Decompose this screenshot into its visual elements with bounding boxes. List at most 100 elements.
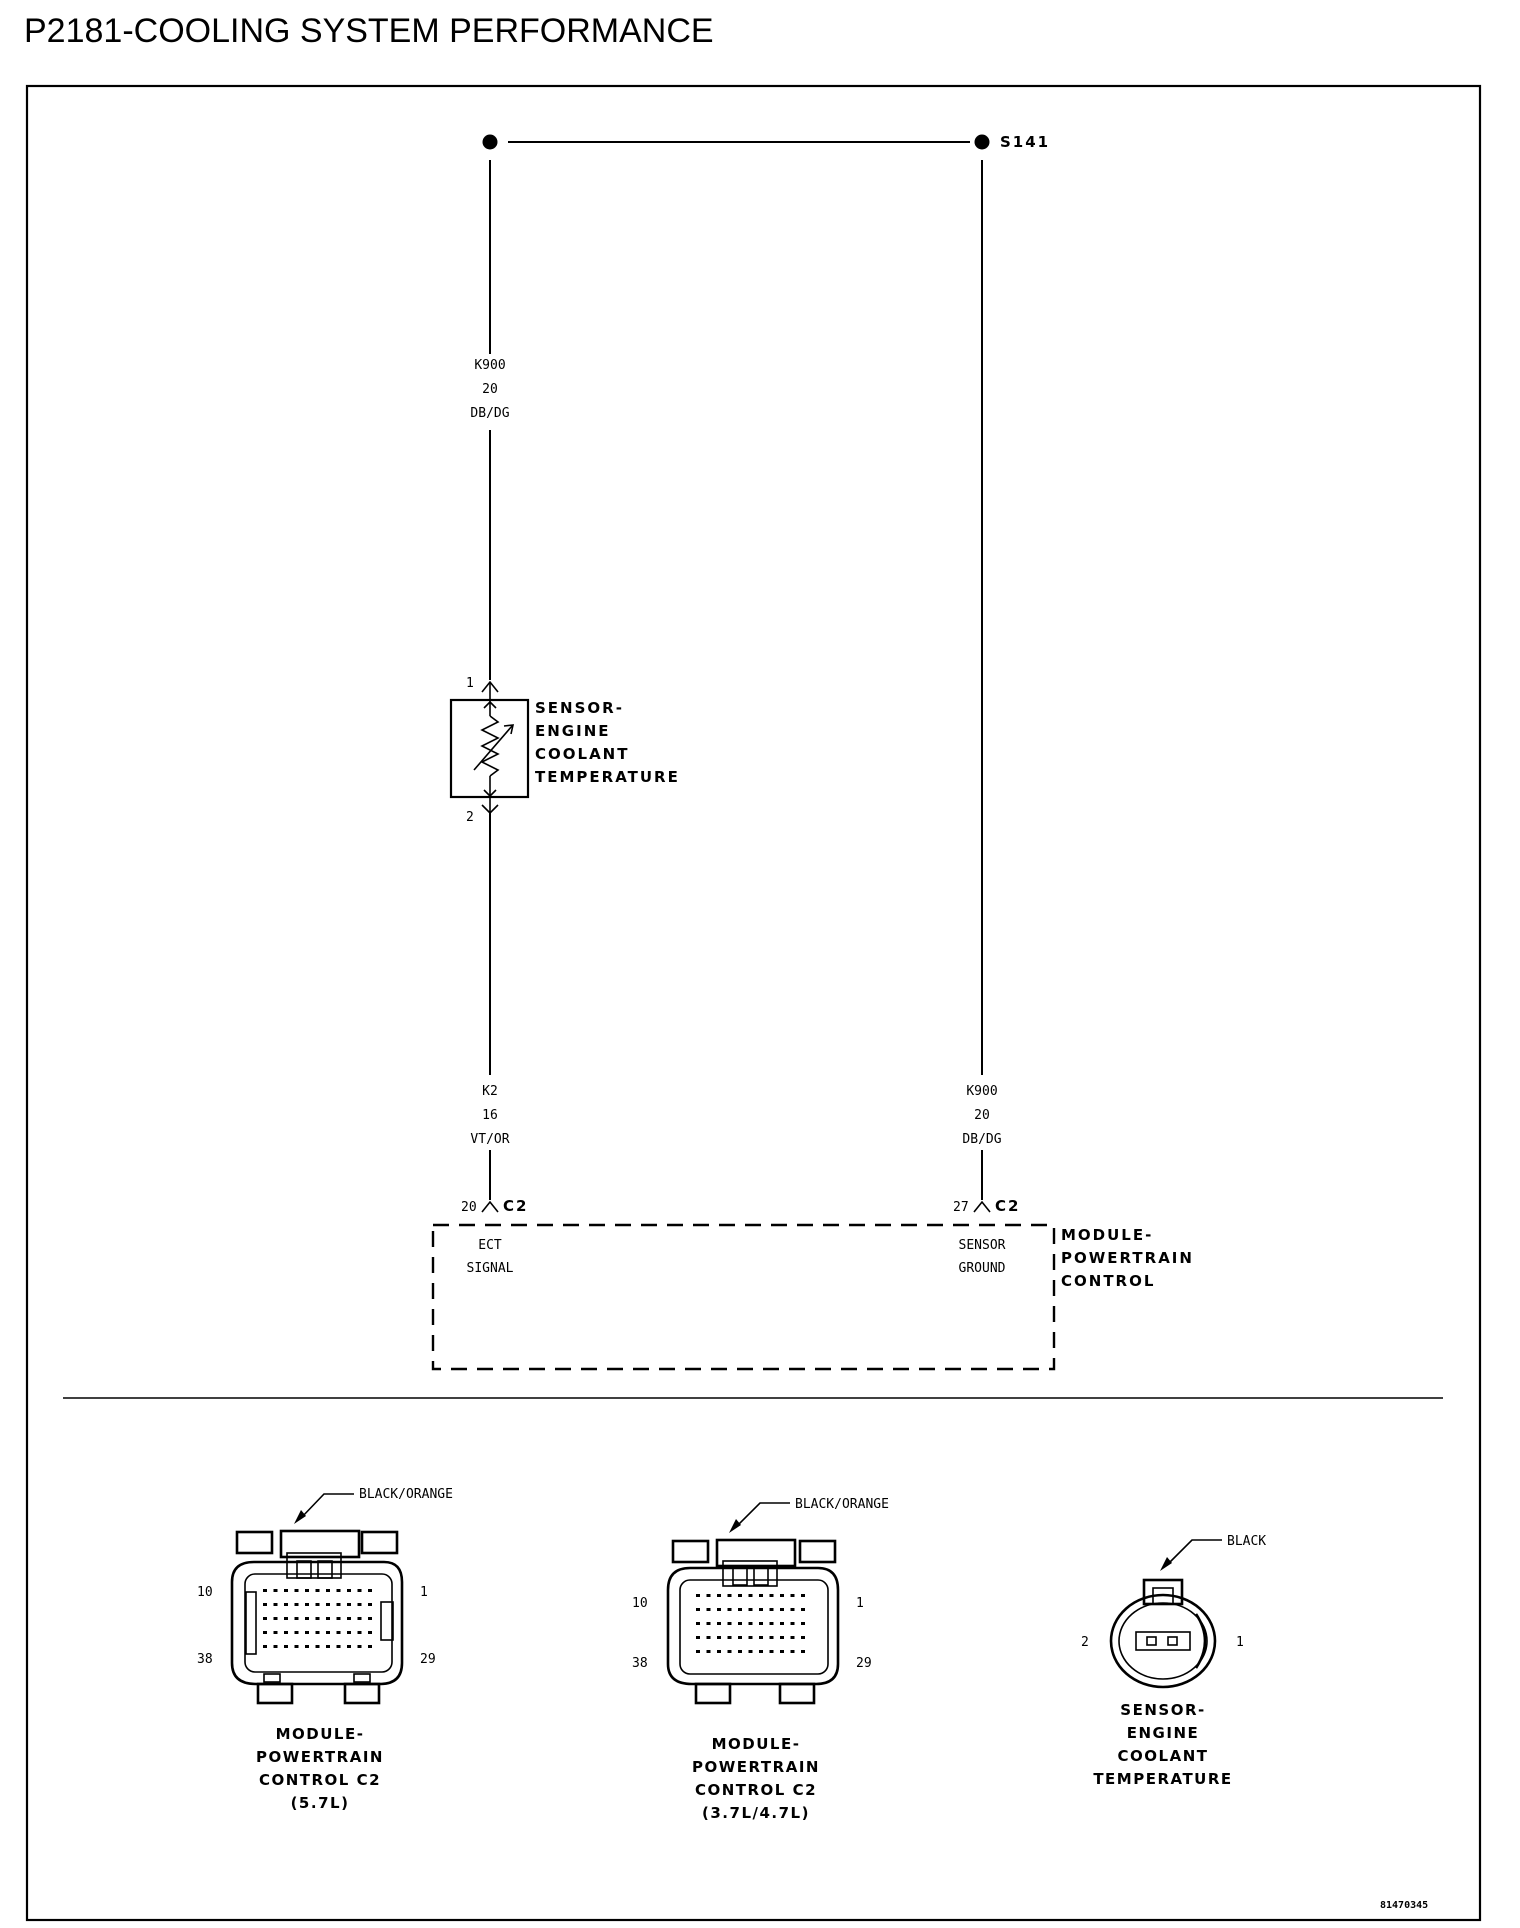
connector-pin-cavity — [727, 1622, 732, 1625]
connector-pin-cavity — [801, 1608, 805, 1611]
connector-pin-cavity — [759, 1608, 763, 1611]
connector-pin-cavity — [769, 1622, 774, 1625]
pcm-connector-left: C2 — [503, 1197, 528, 1215]
connector-pin-cavity — [336, 1603, 341, 1606]
connector-pin-cavity — [347, 1589, 351, 1592]
caption-line: CONTROL C2 — [695, 1781, 817, 1799]
connector-pin-cavity — [759, 1636, 763, 1639]
connector-pin-label: 1 — [856, 1596, 864, 1611]
connector-ect-sensor: BLACK 2 1 SENSOR- ENGINE COOLANT TEMPERA… — [1081, 1534, 1266, 1788]
connector-pin-cavity — [801, 1636, 805, 1639]
connector-pin-cavity — [294, 1645, 299, 1648]
connector-color-label: BLACK/ORANGE — [359, 1487, 453, 1502]
connector-pin-cavity — [263, 1645, 267, 1648]
connector-pin-cavity — [368, 1589, 372, 1592]
connector-pin-cavity — [717, 1594, 721, 1597]
connector-pin-cavity — [315, 1645, 320, 1648]
wire-label-bottom-right: K900 20 DB/DG — [962, 1084, 1001, 1147]
connector-pin-cavity — [263, 1631, 267, 1634]
connector-pin-cavity — [357, 1589, 362, 1592]
connector-pin-cavity — [727, 1650, 732, 1653]
connector-notch — [263, 1673, 281, 1683]
connector-pin-label: 10 — [632, 1596, 648, 1611]
connector-pin-cavity — [284, 1589, 288, 1592]
connector-pin-cavity — [347, 1617, 351, 1620]
connector-pin-label: 38 — [197, 1652, 213, 1667]
connector-pin-cavity — [738, 1608, 742, 1611]
connector-pin-cavity — [738, 1622, 742, 1625]
connector-pin-cavity — [696, 1594, 700, 1597]
sensor-connector-inner — [1118, 1602, 1208, 1680]
wire-circuit: K900 — [966, 1084, 997, 1099]
connector-pin-cavity — [790, 1622, 795, 1625]
connector-latch — [715, 1538, 797, 1568]
connector-pin-cavity — [273, 1603, 278, 1606]
connector-pin-cavity — [284, 1617, 288, 1620]
connector-pin-cavity — [357, 1631, 362, 1634]
connector-pin-cavity — [305, 1603, 309, 1606]
connector-pin-cavity — [315, 1603, 320, 1606]
pcm-pin-20-function: ECT SIGNAL — [467, 1238, 514, 1276]
connector-cavity — [679, 1579, 829, 1675]
sensor-label-line-4: TEMPERATURE — [535, 768, 680, 786]
connector-pin-cavity — [727, 1594, 732, 1597]
pcm-pin-20-mark — [481, 1200, 499, 1213]
caption-line: MODULE- — [276, 1725, 365, 1743]
leader-arrow — [1160, 1557, 1172, 1571]
connector-pin-cavity — [696, 1636, 700, 1639]
connector-pin-cavity — [273, 1589, 278, 1592]
connector-pin-cavity — [706, 1594, 711, 1597]
connector-pin-cavity — [263, 1603, 267, 1606]
sensor-terminal — [1167, 1636, 1178, 1646]
connector-pin-cavity — [696, 1650, 700, 1653]
connector-pin-cavity — [347, 1603, 351, 1606]
leader-arrow — [294, 1510, 306, 1524]
wire-color: DB/DG — [470, 406, 509, 421]
connector-pin-cavity — [696, 1608, 700, 1611]
connector-lock — [286, 1552, 342, 1579]
connector-pin-cavity — [357, 1645, 362, 1648]
wire-gauge: 20 — [482, 382, 498, 397]
connector-pin-cavity — [769, 1650, 774, 1653]
connector-pin-cavity — [294, 1603, 299, 1606]
connector-pin-cavity — [368, 1631, 372, 1634]
leader-line — [300, 1493, 354, 1519]
connector-pin-cavity — [727, 1608, 732, 1611]
sensor-label-line-3: COOLANT — [535, 745, 629, 763]
connector-pin-cavity — [706, 1650, 711, 1653]
connector-pin-cavity — [294, 1617, 299, 1620]
sensor-label-line-2: ENGINE — [535, 722, 611, 740]
connector-pin-cavity — [315, 1617, 320, 1620]
connector-pin-cavity — [717, 1608, 721, 1611]
pin-function-line: SIGNAL — [467, 1261, 514, 1276]
connector-pin-label: 1 — [1236, 1635, 1244, 1650]
leader-line — [735, 1502, 790, 1528]
connector-pin-cavity — [759, 1594, 763, 1597]
connector-caption: MODULE- POWERTRAIN CONTROL C2 (5.7L) — [256, 1725, 382, 1812]
connector-pin-cavity — [769, 1594, 774, 1597]
connector-pin-cavity — [717, 1636, 721, 1639]
connector-pin-cavity — [368, 1617, 372, 1620]
sensor-connector-latch — [1142, 1578, 1184, 1606]
wire-color: VT/OR — [470, 1132, 509, 1147]
pcm-label-line-1: MODULE- — [1061, 1226, 1153, 1244]
connector-lock-slot — [753, 1567, 769, 1586]
pcm-pin-27: 27 — [953, 1200, 969, 1215]
connector-pin-cavity — [284, 1603, 288, 1606]
connector-pin-cavity — [357, 1617, 362, 1620]
sensor-pin-2: 2 — [466, 810, 474, 825]
connector-tab — [235, 1530, 274, 1555]
pcm-pin-27-function: SENSOR GROUND — [959, 1238, 1006, 1276]
pin-function-line: GROUND — [959, 1261, 1006, 1276]
connector-lock-slot — [732, 1567, 748, 1586]
caption-line: ENGINE — [1127, 1724, 1200, 1742]
connector-pin-cavity — [336, 1645, 341, 1648]
wire-circuit: K2 — [482, 1084, 498, 1099]
connector-pin-cavity — [368, 1603, 372, 1606]
connector-body — [666, 1566, 840, 1686]
connector-caption: MODULE- POWERTRAIN CONTROL C2 (3.7L/4.7L… — [692, 1735, 818, 1822]
connector-pin-cavity — [801, 1622, 805, 1625]
splice-label: S141 — [1000, 133, 1050, 151]
connector-pin-label: 38 — [632, 1656, 648, 1671]
connector-pin-label: 1 — [420, 1585, 428, 1600]
